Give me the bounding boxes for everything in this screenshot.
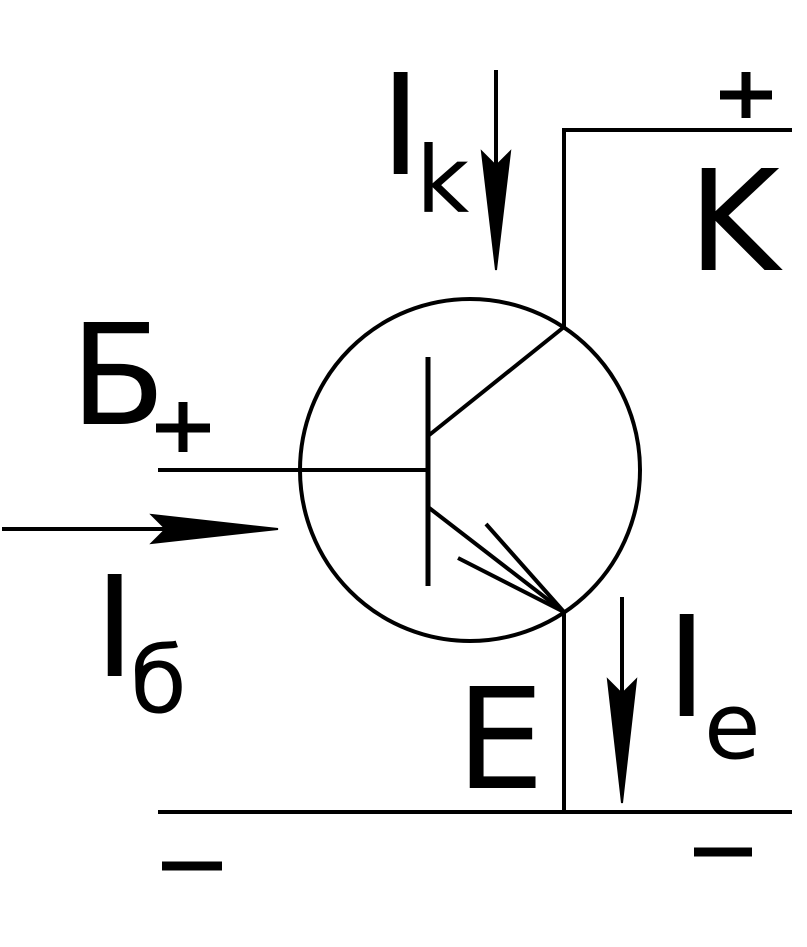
base-current-symbol: I — [94, 547, 135, 710]
base-plus-sign — [156, 402, 210, 452]
collector-current-arrowhead — [480, 149, 512, 271]
collector-diagonal — [426, 325, 566, 438]
emitter-terminal-label: E — [456, 659, 544, 822]
emitter-diagonal — [426, 505, 566, 614]
emitter-arrow-line-a — [484, 522, 566, 614]
base-current-arrowhead — [149, 513, 279, 545]
collector-lead — [562, 128, 792, 327]
collector-plus-sign — [720, 72, 772, 118]
emitter-current-arrowhead — [606, 677, 638, 804]
emitter-current-subscript: e — [704, 673, 761, 780]
collector-current-subscript: k — [416, 127, 470, 234]
base-current-subscript: б — [130, 627, 187, 734]
emitter-arrow-line-b — [457, 556, 565, 614]
collector-current-symbol: I — [380, 45, 421, 208]
collector-terminal-label: K — [688, 141, 783, 304]
base-terminal-label: Б — [70, 295, 166, 458]
emitter-current-symbol: I — [666, 587, 707, 750]
